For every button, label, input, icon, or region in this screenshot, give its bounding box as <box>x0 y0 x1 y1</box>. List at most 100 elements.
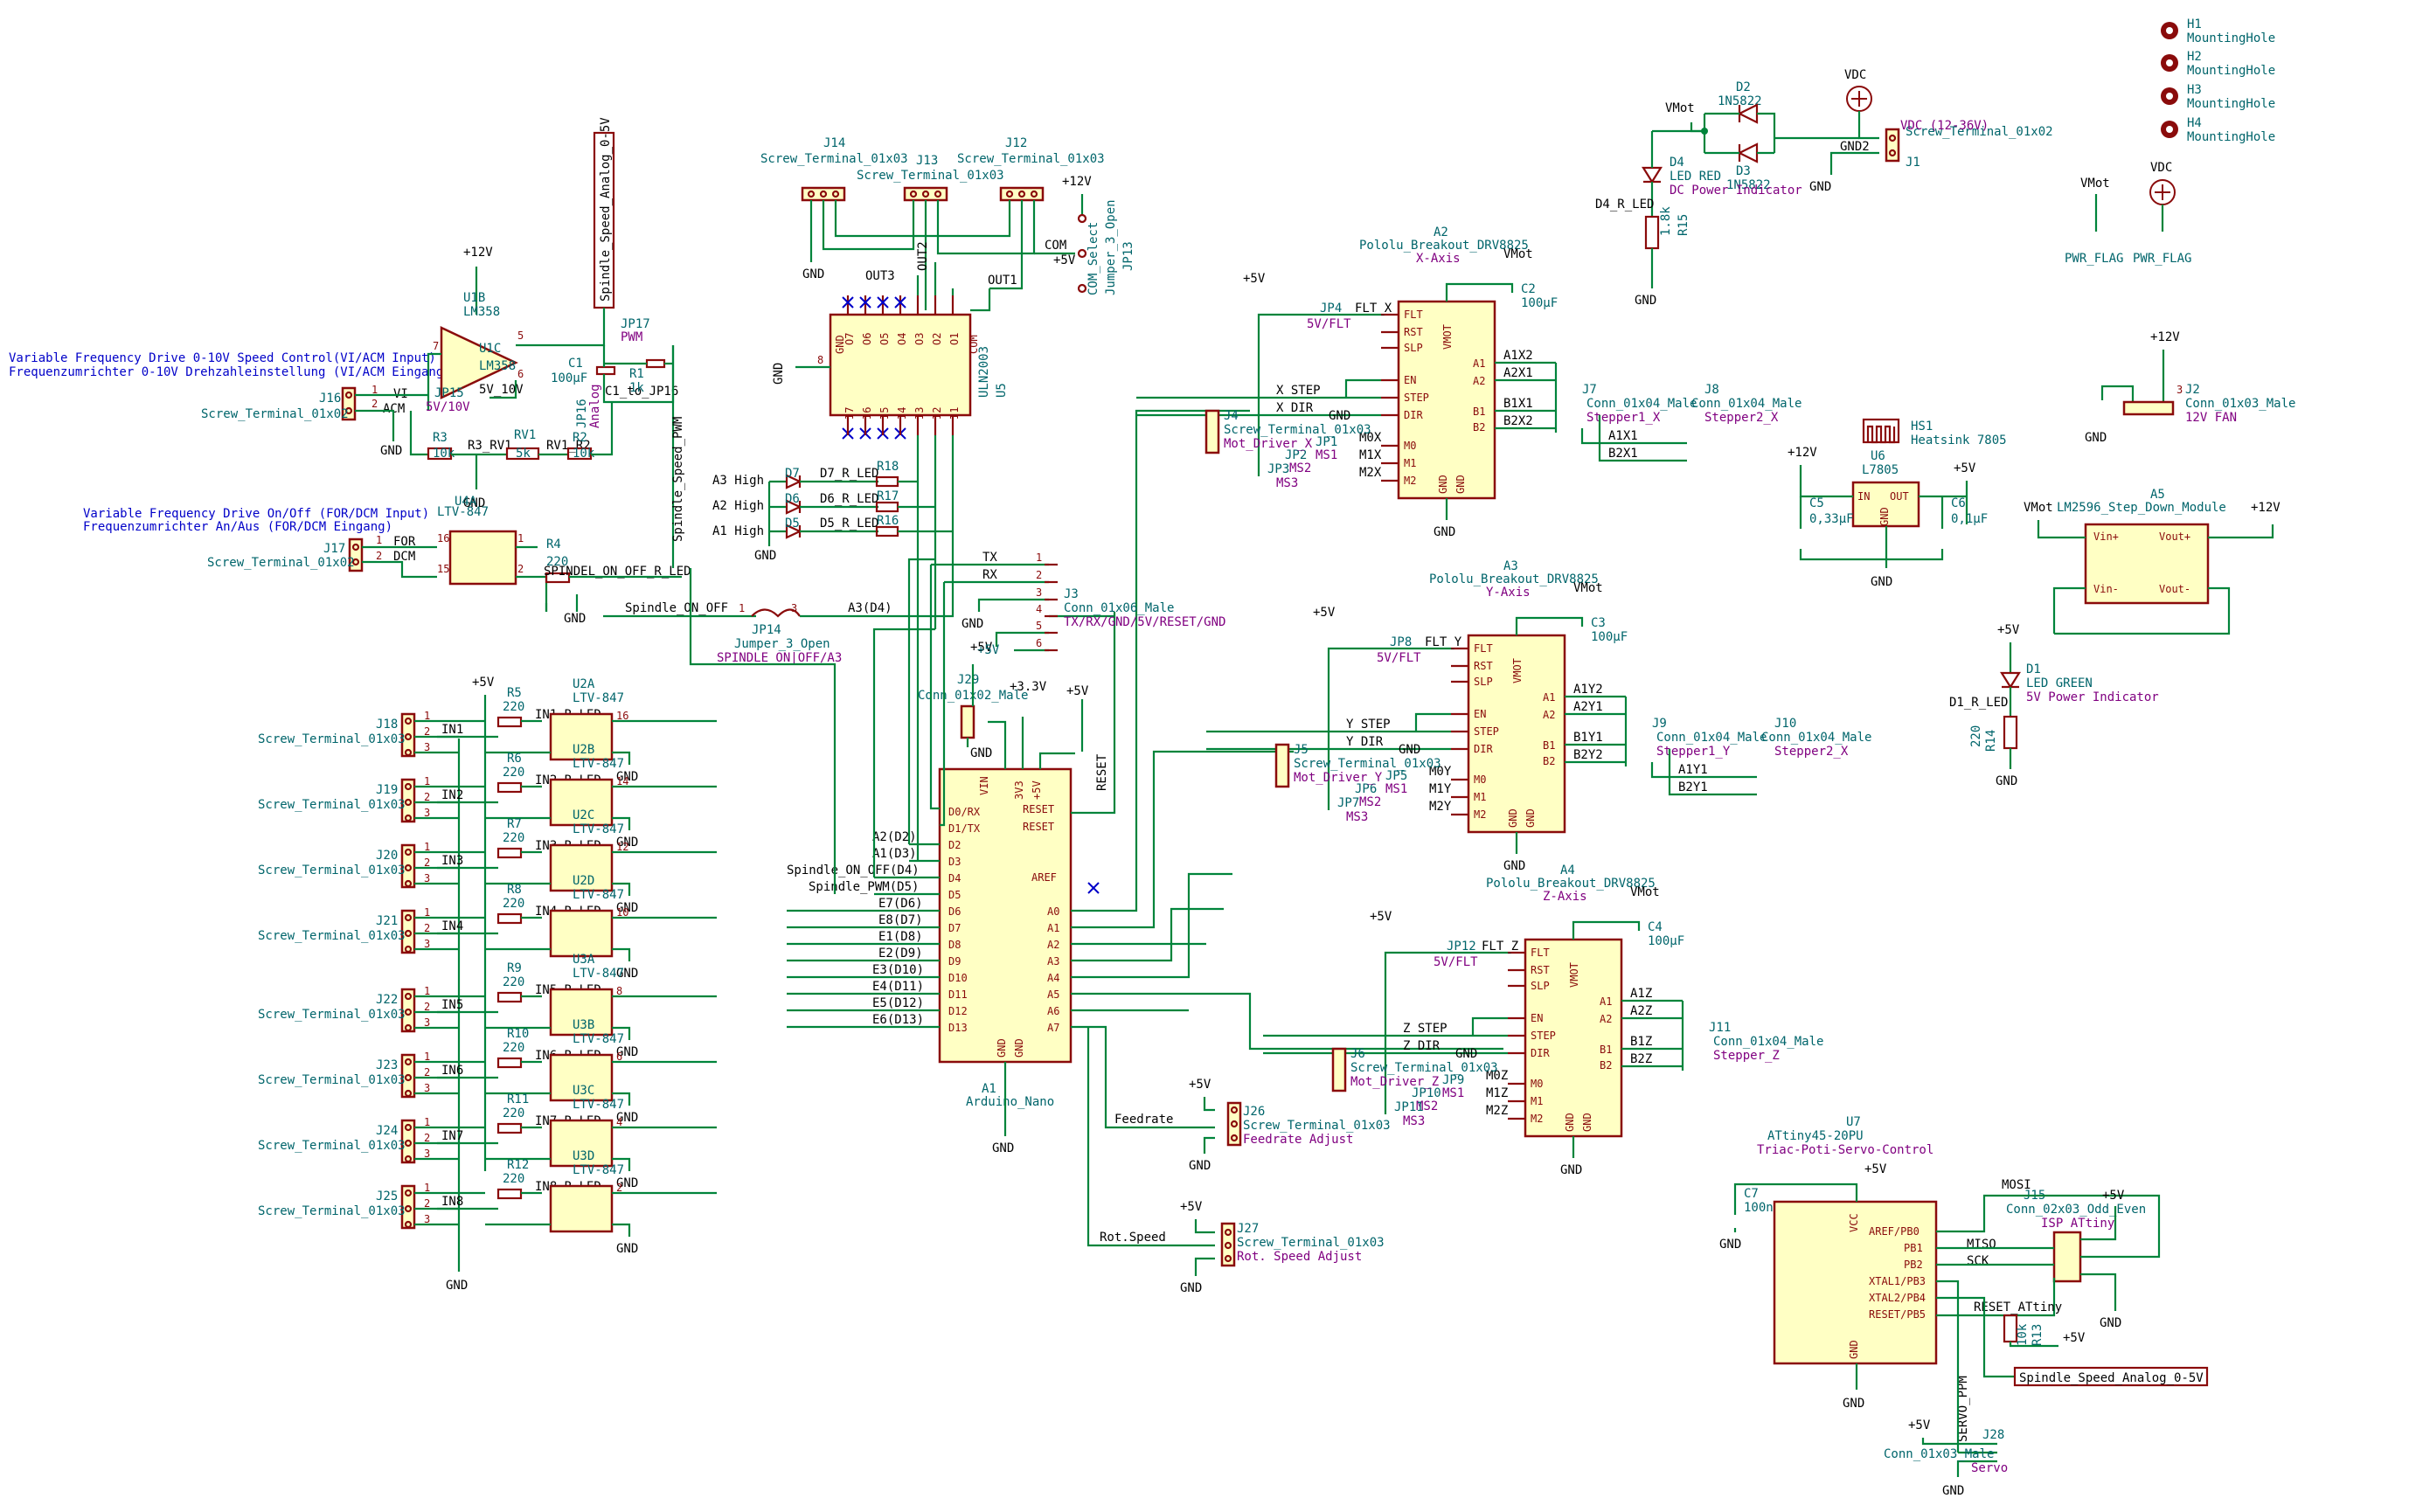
svg-text:A2Y1: A2Y1 <box>1573 700 1603 714</box>
svg-text:R5: R5 <box>507 686 522 700</box>
svg-text:B1Z: B1Z <box>1630 1035 1652 1049</box>
svg-text:B1Y1: B1Y1 <box>1573 731 1603 745</box>
svg-text:Rot. Speed Adjust: Rot. Speed Adjust <box>1237 1250 1362 1264</box>
note-vfd-speed-en: Variable Frequency Drive 0-10V Speed Con… <box>9 351 436 365</box>
svg-text:+5V: +5V <box>1954 461 1976 475</box>
svg-text:100n: 100n <box>1744 1201 1774 1215</box>
svg-text:J24: J24 <box>376 1124 398 1138</box>
svg-text:1: 1 <box>376 534 382 546</box>
svg-text:DCM: DCM <box>393 550 415 564</box>
svg-text:GND: GND <box>754 549 776 563</box>
svg-text:220: 220 <box>503 700 524 714</box>
svg-text:COM: COM <box>1045 239 1066 253</box>
svg-text:3: 3 <box>424 872 430 884</box>
svg-text:J20: J20 <box>376 849 398 863</box>
svg-text:E1(D8): E1(D8) <box>878 930 923 944</box>
svg-text:C4: C4 <box>1648 920 1663 934</box>
svg-text:Screw_Terminal_01x02: Screw_Terminal_01x02 <box>207 556 355 570</box>
svg-text:D8: D8 <box>948 939 961 951</box>
svg-text:R7: R7 <box>507 817 522 831</box>
svg-text:Screw_Terminal_01x03: Screw_Terminal_01x03 <box>258 732 406 746</box>
svg-text:A1X1: A1X1 <box>1608 429 1638 443</box>
svg-text:JP9: JP9 <box>1442 1073 1464 1087</box>
svg-text:GND: GND <box>1560 1163 1582 1177</box>
svg-text:SCK: SCK <box>1967 1254 1989 1268</box>
input-channel: J20Screw_Terminal_01x03123IN3R7220IN3_R_… <box>258 808 717 915</box>
svg-text:PB2: PB2 <box>1904 1259 1923 1271</box>
svg-text:MISO: MISO <box>1967 1238 1996 1252</box>
svg-text:MS2: MS2 <box>1416 1099 1438 1113</box>
svg-text:D6: D6 <box>948 905 961 918</box>
spindle-speed-section: Spindle_Speed_Analog_0-5V +12V U1B LM358… <box>201 117 685 568</box>
svg-text:I4: I4 <box>896 407 908 420</box>
input-rows: J18Screw_Terminal_01x03123IN1R5220IN1_R_… <box>258 677 717 1256</box>
svg-text:D9: D9 <box>948 955 961 968</box>
svg-text:U4A: U4A <box>455 495 477 509</box>
svg-text:GND: GND <box>1329 409 1350 423</box>
svg-text:+5V: +5V <box>1864 1162 1887 1176</box>
svg-text:J26: J26 <box>1243 1105 1265 1119</box>
svg-text:ATtiny45-20PU: ATtiny45-20PU <box>1767 1129 1864 1143</box>
svg-text:GND: GND <box>1996 774 2017 788</box>
svg-text:IN7: IN7 <box>441 1129 463 1143</box>
svg-text:O2: O2 <box>931 333 943 345</box>
svg-text:1: 1 <box>424 775 430 787</box>
svg-text:J7: J7 <box>1582 383 1597 397</box>
svg-text:J12: J12 <box>1005 136 1027 150</box>
svg-text:O1: O1 <box>948 333 961 345</box>
svg-text:GND: GND <box>1189 1159 1211 1173</box>
svg-text:LTV-847: LTV-847 <box>573 888 624 902</box>
svg-text:B1: B1 <box>1600 1044 1612 1056</box>
svg-text:GND: GND <box>1942 1484 1964 1498</box>
svg-text:Spindle_Speed_Analog_0-5V: Spindle_Speed_Analog_0-5V <box>2019 1371 2204 1385</box>
svg-text:1.8k: 1.8k <box>1659 206 1673 236</box>
svg-text:1: 1 <box>424 710 430 722</box>
svg-text:JP4: JP4 <box>1320 302 1342 316</box>
svg-text:3: 3 <box>424 807 430 819</box>
svg-text:GND: GND <box>970 746 992 760</box>
svg-text:Screw_Terminal_01x02: Screw_Terminal_01x02 <box>201 407 349 421</box>
svg-text:GND: GND <box>1878 507 1891 526</box>
svg-text:X_DIR: X_DIR <box>1276 401 1314 415</box>
svg-text:M1X: M1X <box>1359 448 1382 462</box>
svg-text:IN6: IN6 <box>441 1064 463 1078</box>
svg-text:PWR_FLAG: PWR_FLAG <box>2133 252 2191 266</box>
svg-text:D4_R_LED: D4_R_LED <box>1595 198 1654 212</box>
svg-text:Vin-: Vin- <box>2093 583 2119 595</box>
svg-text:A1: A1 <box>1600 995 1612 1008</box>
svg-text:A2: A2 <box>1434 225 1448 239</box>
svg-text:3: 3 <box>424 938 430 950</box>
svg-text:Conn_01x04_Male: Conn_01x04_Male <box>1656 731 1767 745</box>
svg-text:PWM: PWM <box>621 330 642 344</box>
svg-text:J14: J14 <box>823 136 845 150</box>
svg-text:3: 3 <box>424 1082 430 1094</box>
svg-text:1: 1 <box>424 906 430 919</box>
svg-text:100μF: 100μF <box>1648 934 1684 948</box>
svg-text:LM358: LM358 <box>463 305 500 319</box>
svg-text:Pololu_Breakout_DRV8825: Pololu_Breakout_DRV8825 <box>1359 239 1529 253</box>
svg-text:R17: R17 <box>877 489 899 503</box>
svg-text:MS2: MS2 <box>1359 795 1381 809</box>
svg-text:M1Y: M1Y <box>1429 782 1452 796</box>
svg-text:D10: D10 <box>948 972 968 984</box>
svg-text:I2: I2 <box>931 407 943 420</box>
svg-text:D11: D11 <box>948 988 968 1001</box>
svg-text:PWR_FLAG: PWR_FLAG <box>2065 252 2123 266</box>
svg-text:GND: GND <box>996 1038 1008 1058</box>
svg-text:Screw_Terminal_01x03: Screw_Terminal_01x03 <box>1243 1119 1391 1133</box>
svg-text:D13: D13 <box>948 1022 968 1034</box>
arduino-nano: A1 Arduino_Nano VIN 3V3 +5V RESET RESET … <box>689 409 1503 1247</box>
svg-text:Screw_Terminal_01x03: Screw_Terminal_01x03 <box>258 1139 406 1153</box>
svg-text:220: 220 <box>503 766 524 780</box>
svg-text:2: 2 <box>424 1132 430 1144</box>
svg-text:R9: R9 <box>507 961 522 975</box>
svg-text:1N5822: 1N5822 <box>1726 178 1771 192</box>
svg-text:1k: 1k <box>629 381 644 395</box>
svg-text:J19: J19 <box>376 783 398 797</box>
svg-text:J5: J5 <box>1294 743 1309 757</box>
svg-text:B2: B2 <box>1543 755 1555 767</box>
svg-text:J28: J28 <box>1982 1428 2004 1442</box>
svg-text:A3(D4): A3(D4) <box>848 601 892 615</box>
input-channel: J25Screw_Terminal_01x03123IN8R12220IN8_R… <box>258 1149 717 1256</box>
